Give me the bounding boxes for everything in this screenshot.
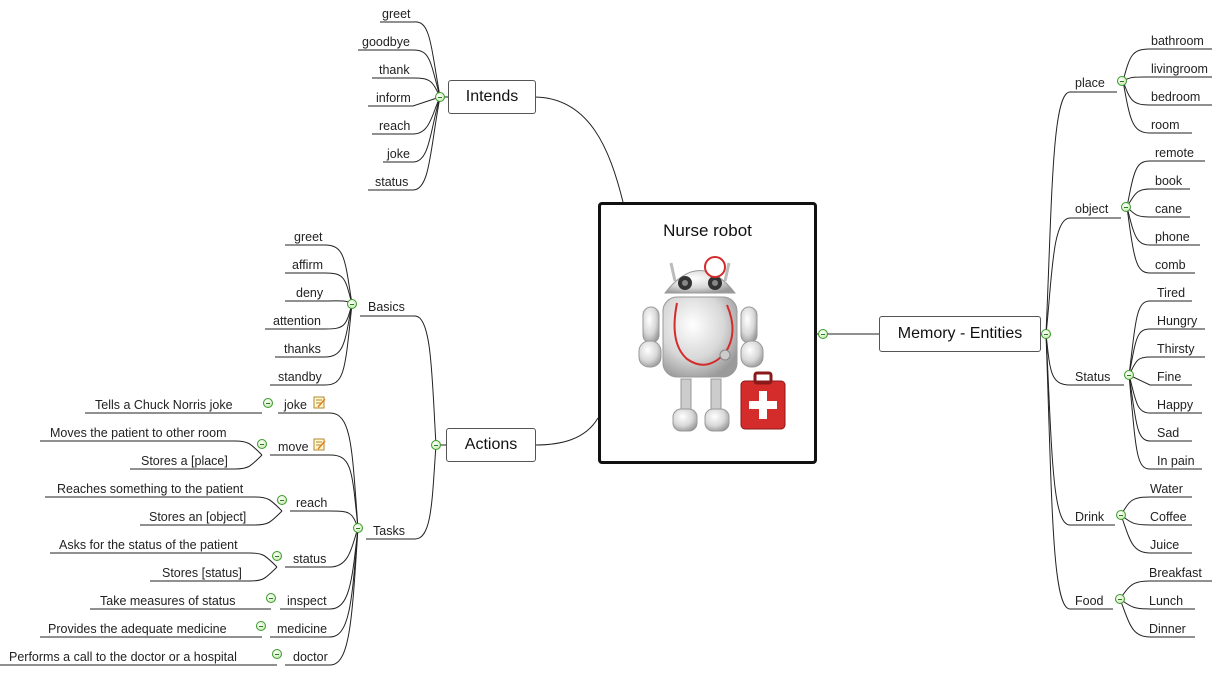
joke-collapse-icon[interactable] (263, 398, 273, 408)
joke-note-icon[interactable] (313, 396, 326, 409)
drink-item-coffee[interactable]: Coffee (1150, 510, 1187, 524)
memory-entities-node[interactable]: Memory - Entities (879, 316, 1041, 352)
status-item-sad[interactable]: Sad (1157, 426, 1180, 440)
status-item-fine[interactable]: Fine (1157, 370, 1182, 384)
place-item-bathroom[interactable]: bathroom (1151, 34, 1204, 48)
food-item-breakfast[interactable]: Breakfast (1149, 566, 1202, 580)
task-reach-desc2[interactable]: Stores an [object] (149, 510, 247, 524)
move-note-icon[interactable] (313, 438, 326, 451)
drink-item-juice[interactable]: Juice (1150, 538, 1180, 552)
doctor-collapse-icon[interactable] (272, 649, 282, 659)
memory-place-node[interactable]: place (1075, 76, 1105, 90)
status-item-in-pain[interactable]: In pain (1157, 454, 1195, 468)
tasks-collapse-icon[interactable] (353, 523, 363, 533)
intends-item-thank[interactable]: thank (379, 63, 410, 77)
intends-item-goodbye[interactable]: goodbye (362, 35, 410, 49)
status-item-hungry[interactable]: Hungry (1157, 314, 1198, 328)
status-collapse-icon[interactable] (272, 551, 282, 561)
task-doctor[interactable]: doctor (293, 650, 328, 664)
basics-item-standby[interactable]: standby (278, 370, 322, 384)
intends-item-reach[interactable]: reach (379, 119, 411, 133)
object-collapse-icon[interactable] (1121, 202, 1131, 212)
reach-collapse-icon[interactable] (277, 495, 287, 505)
intends-item-inform[interactable]: inform (376, 91, 411, 105)
basics-collapse-icon[interactable] (347, 299, 357, 309)
task-reach[interactable]: reach (296, 496, 328, 510)
food-item-dinner[interactable]: Dinner (1149, 622, 1186, 636)
memory-object-node[interactable]: object (1075, 202, 1109, 216)
task-move[interactable]: move (278, 440, 309, 454)
task-joke[interactable]: joke (284, 398, 307, 412)
task-inspect[interactable]: inspect (287, 594, 327, 608)
food-item-lunch[interactable]: Lunch (1149, 594, 1184, 608)
place-item-room[interactable]: room (1151, 118, 1180, 132)
object-item-phone[interactable]: phone (1155, 230, 1190, 244)
task-medicine[interactable]: medicine (277, 622, 328, 636)
object-item-comb[interactable]: comb (1155, 258, 1186, 272)
intends-collapse-icon[interactable] (435, 92, 445, 102)
task-move-desc2[interactable]: Stores a [place] (141, 454, 228, 468)
basics-node[interactable]: Basics (368, 300, 405, 314)
intends-node[interactable]: Intends (448, 80, 536, 114)
basics-item-affirm[interactable]: affirm (292, 258, 324, 272)
place-item-bedroom[interactable]: bedroom (1151, 90, 1201, 104)
task-status-desc1[interactable]: Asks for the status of the patient (59, 538, 238, 552)
root-node[interactable]: Nurse robot (598, 202, 817, 464)
task-medicine-desc[interactable]: Provides the adequate medicine (48, 622, 227, 636)
nurse-robot-image (638, 256, 786, 432)
drink-item-water[interactable]: Water (1150, 482, 1183, 496)
status-entity-collapse-icon[interactable] (1124, 370, 1134, 380)
basics-item-thanks[interactable]: thanks (284, 342, 321, 356)
memory-food-node[interactable]: Food (1075, 594, 1104, 608)
medicine-collapse-icon[interactable] (256, 621, 266, 631)
intends-item-joke[interactable]: joke (387, 147, 410, 161)
task-status[interactable]: status (293, 552, 327, 566)
actions-collapse-icon[interactable] (431, 440, 441, 450)
actions-node[interactable]: Actions (446, 428, 536, 462)
task-reach-desc1[interactable]: Reaches something to the patient (57, 482, 244, 496)
task-inspect-desc[interactable]: Take measures of status (100, 594, 236, 608)
basics-item-deny[interactable]: deny (296, 286, 324, 300)
root-collapse-icon[interactable] (818, 329, 828, 339)
object-item-remote[interactable]: remote (1155, 146, 1194, 160)
place-item-livingroom[interactable]: livingroom (1151, 62, 1208, 76)
memory-drink-node[interactable]: Drink (1075, 510, 1105, 524)
basics-item-greet[interactable]: greet (294, 230, 323, 244)
status-item-thirsty[interactable]: Thirsty (1157, 342, 1195, 356)
food-collapse-icon[interactable] (1115, 594, 1125, 604)
intends-item-greet[interactable]: greet (382, 7, 411, 21)
status-item-happy[interactable]: Happy (1157, 398, 1194, 412)
task-joke-desc[interactable]: Tells a Chuck Norris joke (95, 398, 233, 412)
inspect-collapse-icon[interactable] (266, 593, 276, 603)
task-status-desc2[interactable]: Stores [status] (162, 566, 242, 580)
place-collapse-icon[interactable] (1117, 76, 1127, 86)
object-item-book[interactable]: book (1155, 174, 1183, 188)
tasks-node[interactable]: Tasks (373, 524, 405, 538)
memory-collapse-icon[interactable] (1041, 329, 1051, 339)
move-collapse-icon[interactable] (257, 439, 267, 449)
memory-status-node[interactable]: Status (1075, 370, 1111, 384)
intends-item-status[interactable]: status (375, 175, 409, 189)
root-title: Nurse robot (663, 221, 752, 240)
drink-collapse-icon[interactable] (1116, 510, 1126, 520)
status-item-tired[interactable]: Tired (1157, 286, 1186, 300)
object-item-cane[interactable]: cane (1155, 202, 1183, 216)
task-move-desc1[interactable]: Moves the patient to other room (50, 426, 227, 440)
basics-item-attention[interactable]: attention (273, 314, 321, 328)
task-doctor-desc[interactable]: Performs a call to the doctor or a hospi… (9, 650, 237, 664)
